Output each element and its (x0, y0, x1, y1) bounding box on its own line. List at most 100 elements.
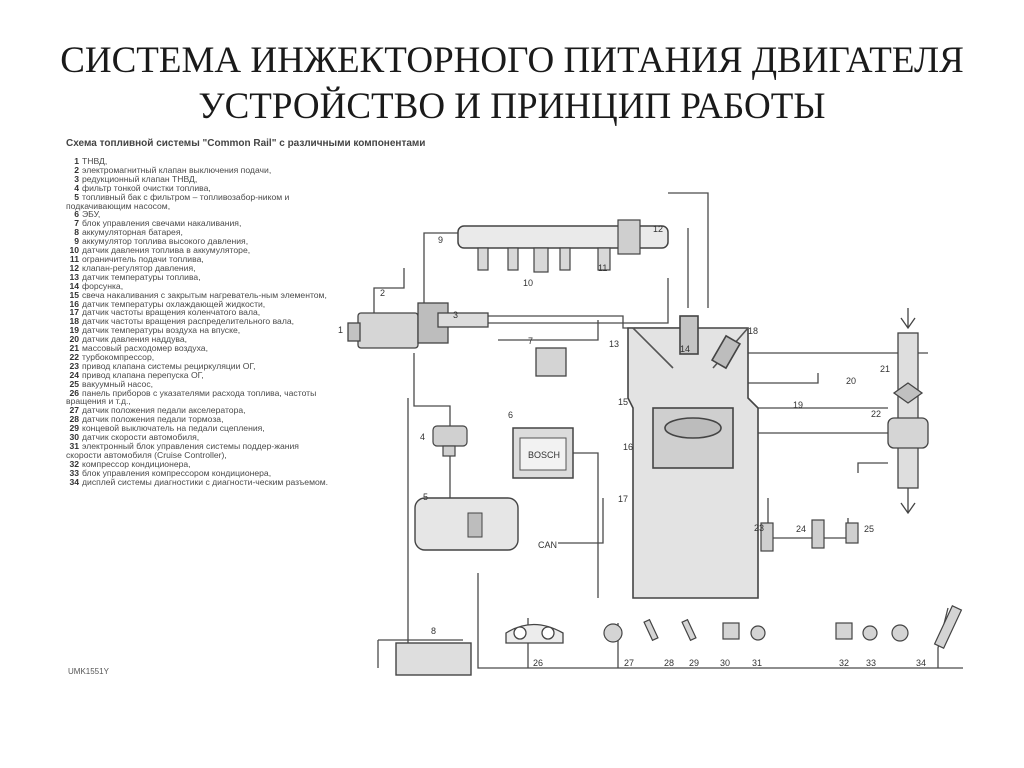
legend-item-number: 4 (74, 182, 79, 193)
rail-port-3 (533, 247, 549, 273)
legend-item-text: концевой выключатель на педали сцепления… (82, 423, 265, 434)
legend-item-text: дисплей системы диагностики с диагности-… (82, 476, 329, 487)
callout-20: 20 (846, 376, 856, 386)
callout-1: 1 (338, 325, 343, 335)
instrument-panel (505, 623, 564, 644)
callout-24: 24 (796, 524, 806, 534)
legend-item-text: датчик температуры воздуха на впуске, (82, 325, 241, 336)
callout-29: 29 (689, 658, 699, 668)
legend-item-text: датчик положения педали акселератора, (82, 405, 246, 416)
legend-item-number: 23 (69, 360, 79, 371)
slide-title: СИСТЕМА ИНЖЕКТОРНОГО ПИТАНИЯ ДВИГАТЕЛЯ У… (0, 38, 1024, 130)
legend-item-text: датчик температуры топлива, (82, 271, 201, 282)
slide-title-line-1: СИСТЕМА ИНЖЕКТОРНОГО ПИТАНИЯ ДВИГАТЕЛЯ (60, 40, 964, 81)
legend-item-text: привод клапана системы рециркуляции ОГ, (82, 360, 256, 371)
legend-item-text: блок управления компрессором кондиционер… (82, 467, 272, 478)
legend-item-text: блок управления свечами накаливания, (82, 218, 242, 229)
engine-block (627, 315, 759, 599)
line-actuators (767, 498, 849, 539)
callout-10: 10 (523, 278, 533, 288)
legend-item-number: 12 (69, 262, 79, 273)
callout-31: 31 (752, 658, 762, 668)
callout-33: 33 (866, 658, 876, 668)
line-return-top (424, 278, 669, 324)
callout-27: 27 (624, 658, 634, 668)
legend-item-number: 28 (69, 414, 79, 425)
engine-ecu: BOSCH (512, 427, 574, 479)
legend-item-text: датчик давления топлива в аккумуляторе, (82, 245, 251, 256)
legend-item-number: 20 (69, 334, 79, 345)
callout-23: 23 (754, 523, 764, 533)
legend-item-text: электромагнитный клапан выключения подач… (82, 164, 272, 175)
legend-item-number: 5 (74, 191, 79, 202)
legend-item-text: ограничитель подачи топлива, (82, 253, 204, 264)
callout-2: 2 (380, 288, 385, 298)
figure-code: UMK1551Y (68, 667, 109, 676)
callout-12: 12 (653, 224, 663, 234)
legend-item-text: аккумуляторная батарея, (82, 227, 183, 238)
legend-item-number: 25 (69, 378, 79, 389)
legend-item-text: привод клапана перепуска ОГ, (82, 369, 204, 380)
legend-item-number: 18 (69, 316, 79, 327)
callout-16: 16 (623, 442, 633, 452)
callout-18: 18 (748, 326, 758, 336)
legend-item-number: 17 (69, 307, 79, 318)
callout-5: 5 (423, 492, 428, 502)
rail-valve (617, 219, 641, 255)
line-feed-right (668, 192, 709, 308)
legend-item-number: 32 (69, 458, 79, 469)
line-pump-return (373, 268, 405, 313)
legend-item-number: 22 (69, 351, 79, 362)
legend-item-number: 16 (69, 298, 79, 309)
legend-item-text: турбокомпрессор, (82, 351, 155, 362)
legend-item-text: фильтр тонкой очистки топлива, (82, 182, 211, 193)
legend-item-number: 24 (69, 369, 79, 380)
fuel-system-scheme: Схема топливной системы "Common Rail" с … (58, 128, 988, 698)
callout-15: 15 (618, 397, 628, 407)
callout-25: 25 (864, 524, 874, 534)
legend-item-text: датчик температуры охлаждающей жидкости, (82, 298, 266, 309)
callout-30: 30 (720, 658, 730, 668)
callout-28: 28 (664, 658, 674, 668)
callout-9: 9 (438, 235, 443, 245)
slide-title-line-2: УСТРОЙСТВО И ПРИНЦИП РАБОТЫ (198, 86, 826, 127)
legend-item-text: датчик частоты вращения распределительно… (82, 316, 295, 327)
callout-17: 17 (618, 494, 628, 504)
legend-item-text: датчик скорости автомобиля, (82, 432, 200, 443)
line-ecu-right (573, 452, 599, 598)
callout-19: 19 (793, 400, 803, 410)
high-pressure-pump (347, 302, 489, 349)
scheme-drawing: BOSCH (338, 192, 963, 676)
legend-item-number: 8 (74, 227, 79, 238)
legend-item-number: 1 (74, 156, 79, 166)
legend-item-text: редукционный клапан ТНВД, (82, 173, 198, 184)
callout-34: 34 (916, 658, 926, 668)
legend-item-number: 33 (69, 467, 79, 478)
can-bus-label: CAN (538, 540, 557, 550)
turbocharger (887, 308, 929, 515)
legend-item-text: электронный блок управления системы подд… (66, 441, 299, 460)
legend-item-text: датчик частоты вращения коленчатого вала… (82, 307, 261, 318)
